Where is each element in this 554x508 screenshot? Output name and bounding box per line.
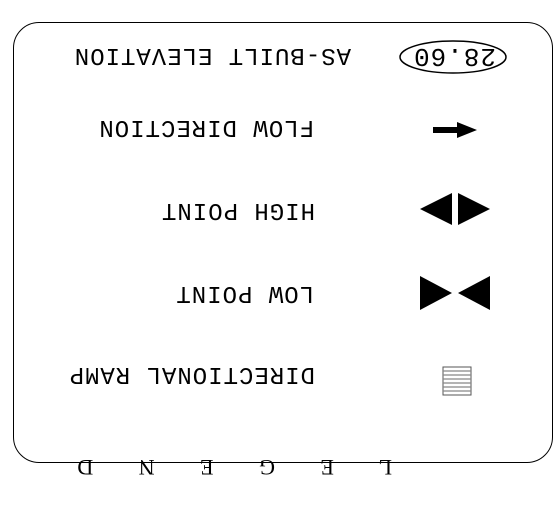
hatched-square-icon [442, 366, 472, 396]
bowtie-icon [420, 276, 490, 310]
elevation-oval [399, 40, 507, 74]
label-flow-direction: FLOW DIRECTION [98, 113, 314, 140]
diamond-icon [420, 193, 490, 225]
legend-box [13, 22, 553, 463]
elevation-value: 28.60 [412, 41, 496, 71]
label-high-point: HIGH POINT [160, 196, 315, 223]
arrow-left-icon [433, 122, 477, 138]
label-directional-ramp: DIRECTIONAL RAMP [68, 360, 315, 387]
label-as-built-elevation: AS-BUILT ELEVATION [73, 41, 351, 68]
label-low-point: LOW POINT [175, 279, 314, 306]
